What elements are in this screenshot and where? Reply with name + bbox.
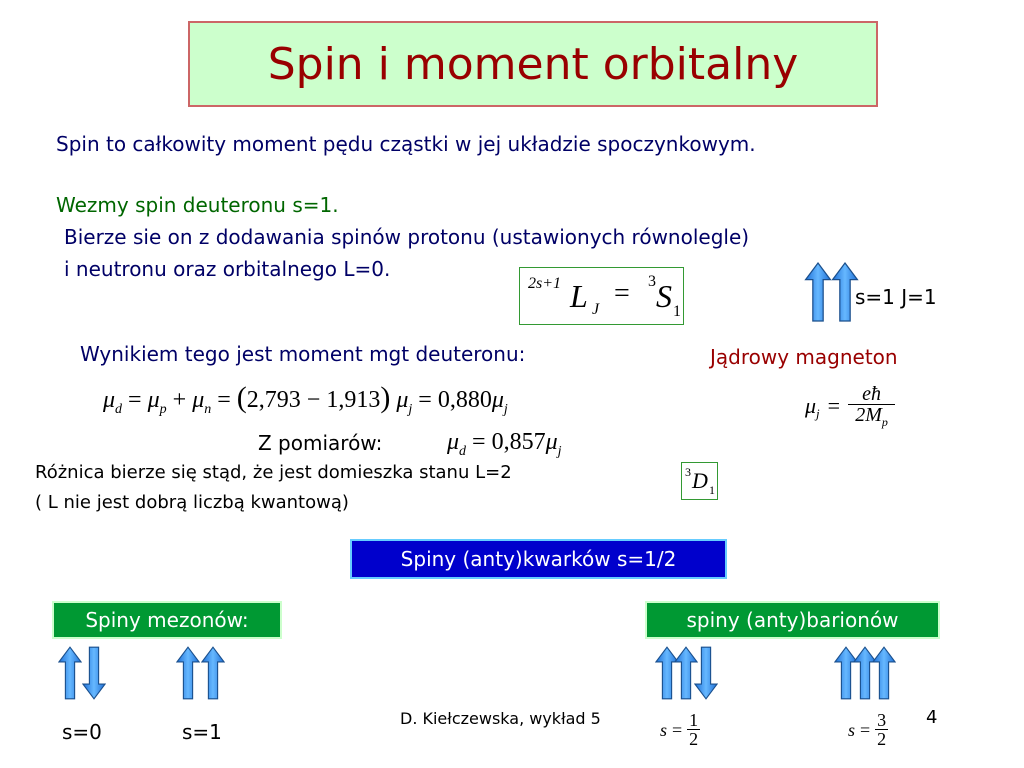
arrow-down-icon [694,645,718,701]
arrow-up-icon [58,645,82,701]
spin-definition: Spin to całkowity moment pędu cząstki w … [56,132,756,156]
nuclear-magneton-label: Jądrowy magneton [710,345,898,369]
term-rhs-sub: 1 [673,303,681,320]
moment-sum-formula: μd = μp + μn = (2,793 − 1,913) μj = 0,88… [103,381,508,417]
page-number: 4 [926,707,938,728]
meson-spin-box: Spiny mezonów: [52,601,282,639]
arrow-up-icon [872,645,896,701]
difference-line-1: Różnica bierze się stąd, że jest domiesz… [35,462,512,483]
composition-line-2: i neutronu oraz orbitalnego L=0. [64,257,391,281]
term-rhs-sup: 3 [648,273,656,290]
term-equals: = [614,278,630,309]
arrow-up-icon [176,645,200,701]
measured-formula: μd = 0,857μj [447,429,562,459]
arrow-up-icon [803,262,833,322]
term-symbol-formula: 2s+1 L J = 3 S 1 [519,267,684,325]
slide-title: Spin i moment orbitalny [267,38,799,90]
difference-line-2: ( L nie jest dobrą liczbą kwantową) [35,492,349,513]
d-state-formula: 3 D 1 [681,462,718,500]
baryon-spin-label: spiny (anty)barionów [686,608,899,632]
term-S: S [656,278,672,314]
meson-s1-label: s=1 [182,720,222,744]
composition-line-1: Bierze sie on z dodawania spinów protonu… [64,225,750,249]
term-L: L [570,278,588,314]
term-J: J [592,301,600,318]
deuteron-intro: Wezmy spin deuteronu s=1. [56,193,339,217]
footer-author: D. Kiełczewska, wykład 5 [400,709,601,728]
measurement-label: Z pomiarów: [258,431,383,455]
arrow-up-icon [201,645,225,701]
arrow-down-icon [82,645,106,701]
quark-spin-box: Spiny (anty)kwarków s=1/2 [350,539,727,579]
result-label: Wynikiem tego jest moment mgt deuteronu: [80,342,526,366]
spin-j-label: s=1 J=1 [855,285,937,309]
baryon-spin-box: spiny (anty)barionów [645,601,940,639]
title-box: Spin i moment orbitalny [188,21,878,107]
quark-spin-label: Spiny (anty)kwarków s=1/2 [400,547,677,571]
meson-s0-label: s=0 [62,720,102,744]
meson-spin-label: Spiny mezonów: [85,608,249,632]
term-multiplicity: 2s+1 [528,275,562,292]
